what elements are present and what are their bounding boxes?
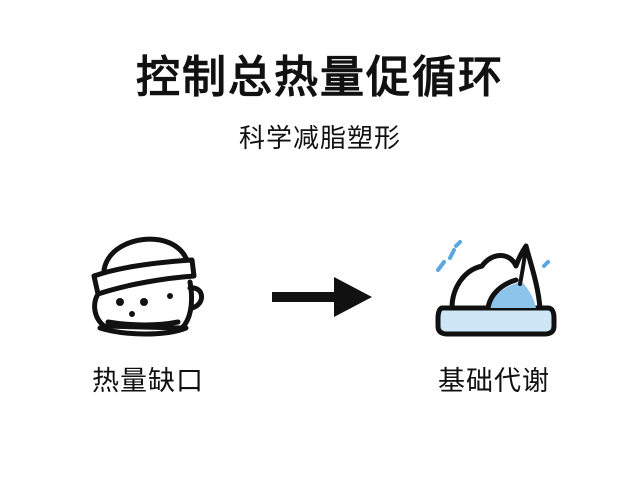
basal-metabolism-label: 基础代谢	[438, 366, 550, 397]
energy-figure-icon	[435, 240, 557, 337]
caloric-deficit-label: 热量缺口	[92, 366, 204, 397]
page-subtitle: 科学减脂塑形	[238, 124, 401, 154]
arrow-right-icon	[272, 277, 372, 317]
page-title: 控制总热量促循环	[136, 52, 504, 103]
headband-face-icon	[91, 236, 204, 337]
